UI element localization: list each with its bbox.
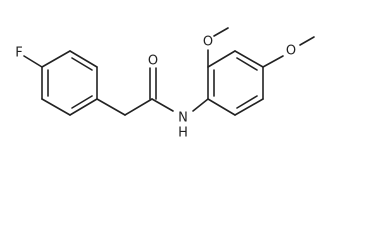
fluorine-label: F [15, 46, 22, 61]
double-bond-inner [71, 57, 93, 71]
bond-ring-o-right [262, 55, 284, 68]
bond [207, 98, 236, 116]
double-bond-inner [236, 57, 258, 71]
amide-hydrogen-label: H [178, 126, 188, 141]
double-bond-inner [71, 95, 93, 109]
bond-c-f [23, 55, 43, 68]
double-bond-inner [236, 95, 258, 109]
dimethoxyphenyl-ring [207, 50, 264, 116]
fluorophenyl-ring [41, 50, 98, 116]
bond [69, 98, 98, 116]
bond-o-ch3-right [299, 36, 315, 46]
bond [41, 50, 71, 68]
bond-ch2-c [124, 98, 153, 116]
bond [69, 50, 98, 68]
bond-o-ch3-top [213, 27, 229, 37]
bond-c-n [151, 98, 174, 112]
bond [41, 98, 71, 116]
bond-n-ring [192, 98, 209, 112]
methoxy-oxygen-right-label: O [286, 44, 296, 59]
carbonyl-oxygen-label: O [148, 54, 158, 69]
amide-nitrogen-label: N [178, 111, 188, 126]
bond [234, 98, 264, 116]
bond [207, 50, 236, 68]
bond-ring-ch2 [96, 98, 126, 116]
methoxy-oxygen-top-label: O [203, 35, 213, 50]
chemical-structure-diagram: F O N H O O [15, 27, 315, 141]
bond [234, 50, 264, 68]
